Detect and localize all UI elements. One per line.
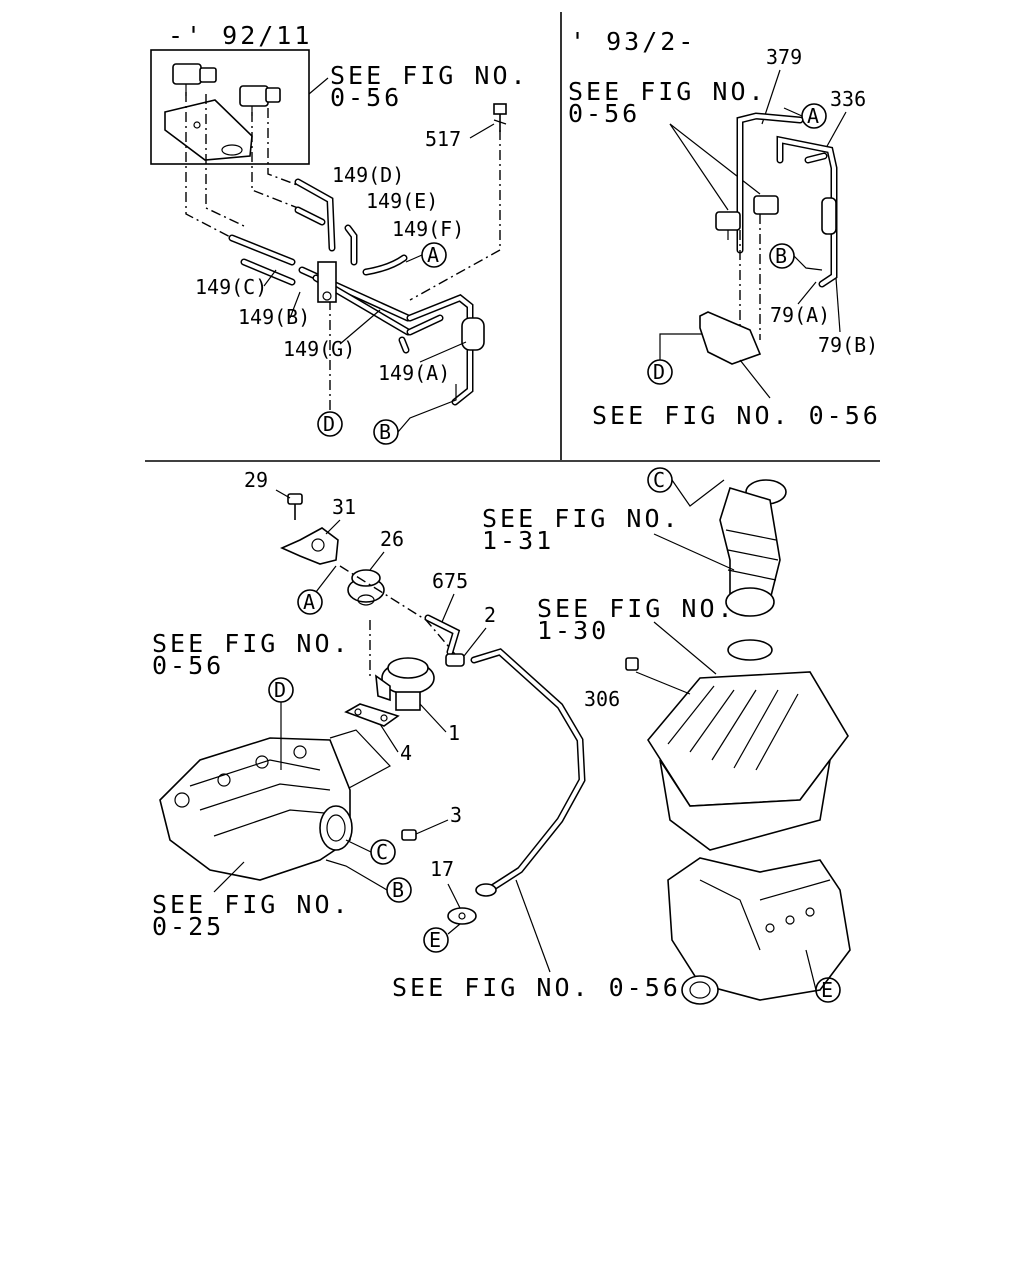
svg-text:B: B [775,244,787,268]
part-label-675: 675 [432,569,468,593]
callout-b-top-left: B [373,384,457,445]
part-label-29: 29 [244,468,268,492]
part-label-79b: 79(B) [818,333,878,357]
part-label-149a: 149(A) [378,361,450,385]
gasket-17-icon [447,907,477,925]
part-label-31: 31 [332,495,356,519]
see-ref-top-right-bottom: SEE FIG NO. 0-56 [592,401,881,430]
top-left-panel: -' 92/11 SEE FIG NO. 0-56 [150,21,529,445]
callout-e-bottom-right: E [805,949,841,1003]
part-label-1: 1 [448,721,460,745]
vsv-valves-late-icon [715,195,779,240]
egr-pipe [470,648,586,897]
date-label-early: -' 92/11 [168,21,312,50]
callout-b-bottom: B [325,859,412,903]
see-ref-056-1: SEE FIG NO. [152,629,351,658]
svg-text:D: D [323,412,335,436]
inset-box [150,49,310,165]
see-ref-025-1: SEE FIG NO. [152,890,351,919]
egr-modulator-26-icon [347,569,385,606]
see-ref-top-left-1: SEE FIG NO. [330,61,529,90]
bolt-29-icon [287,493,303,520]
vacuum-hose-assembly [228,178,485,406]
callout-a-top-left: A [405,242,447,268]
mounting-bracket-icon [164,99,253,161]
see-ref-top-right-2: 0-56 [568,99,640,128]
part-label-149b: 149(B) [238,305,310,329]
part-label-336: 336 [830,87,866,111]
see-ref-131-1: SEE FIG NO. [482,504,681,533]
svg-text:E: E [821,978,833,1002]
part-label-149f: 149(F) [392,217,464,241]
svg-text:E: E [429,928,441,952]
vsv-valve-2-icon [239,85,281,116]
vsv-valve-1-icon [172,63,217,96]
part-label-149d: 149(D) [332,163,404,187]
callout-a-bottom: A [297,565,337,615]
svg-text:A: A [807,104,819,128]
bolt-306-icon [625,657,639,671]
part-label-4: 4 [400,741,412,765]
mounting-bracket-late-icon [699,311,762,365]
callout-e-bottom-left: E [423,923,461,953]
part-label-26: 26 [380,527,404,551]
egr-valve-1-icon [375,657,435,711]
svg-text:C: C [653,468,665,492]
svg-text:D: D [653,360,665,384]
part-label-306: 306 [584,687,620,711]
part-label-517: 517 [425,127,461,151]
top-right-panel: ' 93/2- SEE FIG NO. 0-56 379 336 A [568,27,881,430]
vacuum-pipe-assembly-late [736,112,838,288]
see-ref-131-2: 1-31 [482,526,554,555]
svg-text:B: B [392,878,404,902]
intake-manifold-icon [159,737,353,881]
gasket-4-icon [344,703,400,727]
see-ref-130-1: SEE FIG NO. [537,594,736,623]
fitting-2-icon [445,653,465,667]
svg-text:A: A [303,590,315,614]
part-label-149e: 149(E) [366,189,438,213]
bracket-31-icon [280,527,339,565]
hose-675 [424,614,461,656]
see-ref-025-2: 0-25 [152,912,224,941]
air-cleaner-icon [647,639,849,851]
engine-block-icon [667,857,851,1005]
air-intake-duct-icon [719,479,787,617]
see-ref-top-right-1: SEE FIG NO. [568,77,767,106]
svg-text:B: B [379,420,391,444]
callout-a-top-right: A [783,103,827,129]
callout-c-bottom-left: C [345,839,396,865]
callout-c-bottom-right: C [647,467,725,507]
callout-d-top-right: D [647,333,702,385]
plug-3-icon [401,829,417,841]
date-label-late: ' 93/2- [570,27,696,56]
bolt-517-icon [493,103,507,132]
part-label-17: 17 [430,857,454,881]
see-ref-056-2: 0-56 [152,651,224,680]
svg-text:A: A [427,243,439,267]
svg-text:D: D [274,678,286,702]
svg-text:C: C [376,840,388,864]
callout-b-top-right: B [769,243,823,271]
part-label-3: 3 [450,803,462,827]
see-ref-top-left-2: 0-56 [330,83,402,112]
part-label-379: 379 [766,45,802,69]
part-label-79a: 79(A) [770,303,830,327]
callout-d-bottom: D [268,677,294,770]
bottom-panel: 29 31 26 A 675 [152,467,851,1005]
part-label-149c: 149(C) [195,275,267,299]
part-label-2: 2 [484,603,496,627]
callout-d-top-left: D [317,411,343,437]
see-ref-056-bottom: SEE FIG NO. 0-56 [392,973,681,1002]
see-ref-130-2: 1-30 [537,616,609,645]
